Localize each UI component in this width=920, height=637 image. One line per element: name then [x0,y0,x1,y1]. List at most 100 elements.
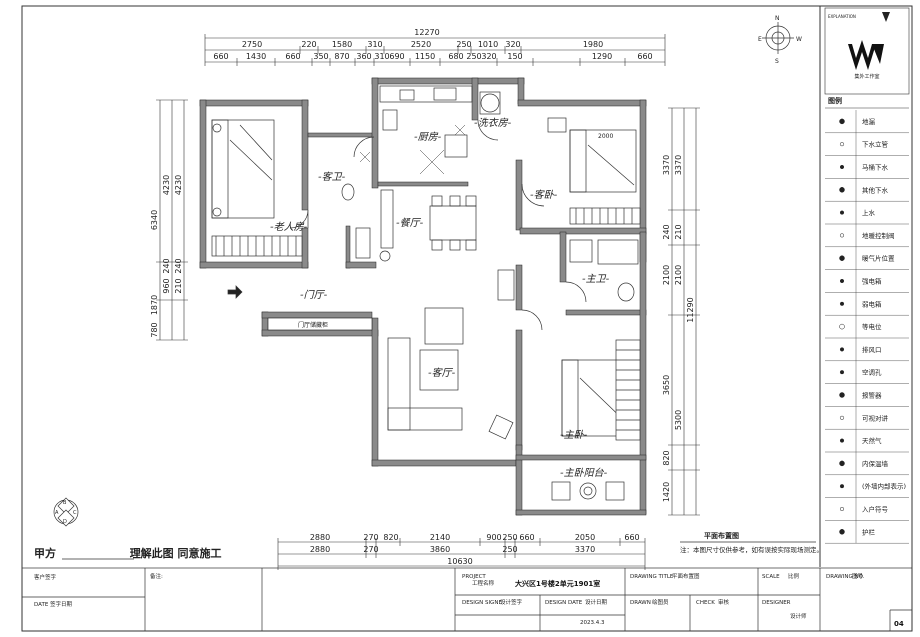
explanation-label: EXPLANATION [828,14,856,19]
tb-date-value: 2023.4.3 [580,620,605,626]
legend-label: 其他下水 [862,185,889,194]
washer-fixture [480,93,500,113]
dim-label: 2050 [575,533,595,542]
tb-project-label: PROJECT [462,574,486,580]
legend-title: 图例 [828,96,842,105]
dim-label: 320 [481,52,496,61]
room-label-kitchen: -厨房- [414,131,442,143]
svg-text:W: W [796,36,802,43]
dim-right-inner: 3650 [662,375,671,395]
sheet-border [21,5,913,632]
room-label-elder: -老人房- [270,221,308,233]
svg-text:D: D [63,519,67,525]
dim-label: 2880 [310,545,330,554]
legend-label: 空调孔 [862,368,882,377]
legend-symbol-icon [839,187,845,193]
svg-text:N: N [775,15,780,22]
dim-label: 660 [213,52,228,61]
legend-label: (外墙内部表示) [862,482,906,491]
legend-symbol-icon [839,255,845,261]
svg-text:C: C [73,510,77,516]
balcony-chair [551,481,571,501]
svg-text:S: S [775,58,779,65]
legend-label: 地漏 [862,117,876,126]
tb-drawn-value: 绘图员 [652,598,669,606]
legend-label: 等电位 [862,322,882,331]
dim-left-inner: 4230 [162,175,171,195]
svg-text:A: A [55,510,59,516]
balcony-chair [605,481,625,501]
dining-table [429,205,477,241]
signature-party: 甲方 [34,547,56,560]
legend-symbol-icon [839,301,845,306]
tb-design-date-value: 设计日期 [585,598,608,606]
legend-label: 强电箱 [862,277,882,286]
tb-date: DATE 签字日期 [34,600,73,608]
tb-scale-label: SCALE [762,574,780,580]
svg-text:B: B [63,500,67,506]
logo-subtitle: 集外工作室 [854,73,879,80]
dim-right-inner: 5300 [674,410,683,430]
legend-symbol-icon [839,438,845,443]
dim-right-inner: 3370 [674,155,683,175]
dim-left-outer: 780 [150,322,159,337]
dim-label: 2520 [411,40,431,49]
legend-symbol-icon [839,370,845,375]
dim-label: 2140 [430,533,450,542]
legend-label: 排风口 [862,345,882,354]
tb-check-value: 审核 [718,598,730,606]
plan-note: 注：本图尺寸仅供参考，如有误按实际现场测定。 [680,545,823,554]
tb-drawing-no-value: 图号 [852,572,864,580]
sofa [387,337,411,431]
legend-symbol-icon [839,392,845,398]
room-label-living: -客厅- [428,367,456,379]
room-label-master-bed: -主卧- [560,429,588,441]
dim-label: 690 [389,52,404,61]
tb-designer-value: 设计师 [790,612,807,620]
dim-label: 3860 [430,545,450,554]
dim-left-inner: 960 [162,278,171,293]
dim-label: 660 [285,52,300,61]
tb-check-label: CHECK [696,600,715,606]
dim-label: 1980 [583,40,603,49]
tb-design-date-label: DESIGN DATE [545,600,583,606]
tb-client: 客户签字 [34,573,57,581]
dim-top-row2: 2750 220 1580 310 2520 250 1010 320 1980 [242,40,603,49]
dim-label: 310 [367,40,382,49]
dim-top-row3: 660 1430 660 350 870 360 310 690 1150 68… [213,52,652,61]
dim-label: 150 [507,52,522,61]
tb-scale-value: 比例 [788,572,800,580]
tb-drawing-title-value: 平面布置图 [672,572,700,580]
legend-symbol-icon [839,233,845,238]
room-label-foyer-cabinet: 门厅储藏柜 [298,321,328,329]
top-dimensions [204,34,666,66]
legend-symbol-icon [839,142,845,147]
tb-design-value: 设计签字 [500,598,523,606]
tb-drawing-title-label: DRAWING TITLE [630,574,674,580]
dim-label: 360 [356,52,371,61]
dim-label: 820 [383,533,398,542]
dim-label: 250 [502,545,517,554]
tb-drawn-label: DRAWN [630,600,651,606]
legend-rows: 地漏下水立管马桶下水其他下水上水地暖控制阀暖气片位置强电箱弱电箱等电位排风口空调… [825,110,909,544]
dim-label: 220 [301,40,316,49]
legend-symbol-icon [839,347,845,352]
dim-label: 680 [448,52,463,61]
legend-label: 天然气 [862,436,882,445]
dim-label: 320 [505,40,520,49]
tb-remarks: 备注: [150,572,163,580]
legend-label: 弱电箱 [862,299,882,308]
legend-symbol-icon [839,460,845,467]
dim-right-inner: 1420 [662,482,671,502]
legend-symbol-icon [839,278,845,284]
flag-icon [882,12,890,22]
dim-right-inner: 210 [674,224,683,239]
legend-panel: EXPLANATION 集外工作室 图例 [824,7,910,109]
room-label-guest-bed: -客卧- [530,189,558,201]
dim-left-inner: 4230 [174,175,183,195]
approval-signature: 甲方 理解此图 同意施工 [34,545,222,561]
dim-left-inner: 240 [162,258,171,273]
dim-label: 870 [334,52,349,61]
dim-label: 660 [624,533,639,542]
room-label-laundry: -洗衣房- [474,117,512,129]
